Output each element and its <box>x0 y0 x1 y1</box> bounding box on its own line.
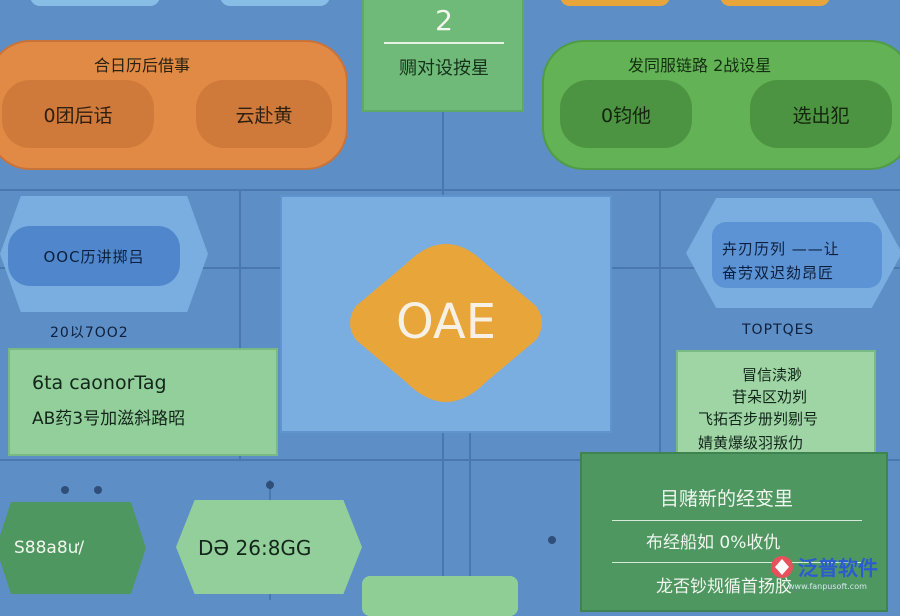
bottom-right-panel[interactable]: 目赌新的经变里 布经船如 0%收仇 龙否钞规循首扬胶 <box>580 452 888 612</box>
right-caption: TOPTQES <box>742 322 815 338</box>
bottom-mid-hex-label: DƏ 26:8GG <box>198 536 312 560</box>
right-note-line-4: 婧黄爆级羽叛仂 <box>698 434 804 452</box>
right-note-line-3: 飞拓否步册刿剔号 <box>698 410 819 428</box>
top-right-fragment-2 <box>720 0 830 6</box>
bottom-right-line2: 布经船如 0%收仇 <box>646 533 781 553</box>
green-group[interactable]: 发同服链路 2战设星 0钧他 选出犯 <box>542 40 900 170</box>
bottom-right-line3: 龙否钞规循首扬胶 <box>656 577 792 597</box>
bottom-center-fragment <box>362 576 518 616</box>
green-group-title: 发同服链路 2战设星 <box>628 56 772 75</box>
watermark-text: 泛普软件 <box>798 556 878 580</box>
right-note-line-1: 冒信渎渺 <box>742 366 803 384</box>
center-label: OAE <box>395 294 497 350</box>
right-hex-inner[interactable] <box>712 222 882 288</box>
orange-item-left[interactable]: 0团后话 <box>2 80 154 148</box>
top-badge-label: 赒对设按星 <box>399 58 489 79</box>
left-note-line1: 6ta caonorTag <box>32 372 167 394</box>
left-hex-inner[interactable]: OOC历讲掷吕 <box>8 226 180 286</box>
right-hex-line2: 奋劳双迟劾昂匠 <box>722 264 835 282</box>
connector-lines <box>0 0 900 600</box>
top-left-fragment <box>30 0 160 6</box>
top-mid-fragment <box>220 0 330 6</box>
center-diamond[interactable] <box>336 238 556 408</box>
bottom-right-divider-1 <box>612 520 862 521</box>
left-hex-label: OOC历讲掷吕 <box>43 247 145 266</box>
top-badge[interactable]: 2 赒对设按星 <box>362 0 524 112</box>
green-item-right[interactable]: 选出犯 <box>750 80 892 148</box>
left-note[interactable]: 6ta caonorTag AB药3号加滋斜路昭 <box>8 348 278 456</box>
bottom-mid-hex[interactable] <box>176 500 362 594</box>
bottom-left-hex-label: S88a8ư/ <box>14 538 85 558</box>
bottom-left-hex[interactable] <box>0 502 146 594</box>
right-hex-line1: 卉刃历列 ——让 <box>722 240 840 258</box>
bottom-right-divider-2 <box>612 562 862 563</box>
orange-group[interactable]: 合日历后借事 0团后话 云赴黄 <box>0 40 348 170</box>
orange-group-title: 合日历后借事 <box>94 56 191 75</box>
top-badge-number: 2 <box>435 4 453 37</box>
bottom-right-line1: 目赌新的经变里 <box>660 488 794 510</box>
right-note[interactable]: 冒信渎渺 苷朵区劝刿 飞拓否步册刿剔号 婧黄爆级羽叛仂 <box>676 350 876 460</box>
orange-item-right[interactable]: 云赴黄 <box>196 80 332 148</box>
top-right-fragment-1 <box>560 0 670 6</box>
left-caption: 20以7OO2 <box>50 325 129 341</box>
left-note-line2: AB药3号加滋斜路昭 <box>32 409 186 429</box>
green-item-left[interactable]: 0钧他 <box>560 80 692 148</box>
watermark-url: www.fanpusoft.com <box>788 582 867 591</box>
right-note-line-2: 苷朵区劝刿 <box>732 388 808 406</box>
watermark: 泛普软件 www.fanpusoft.com <box>768 552 896 598</box>
watermark-logo-icon <box>771 556 793 578</box>
top-badge-divider <box>384 42 504 44</box>
